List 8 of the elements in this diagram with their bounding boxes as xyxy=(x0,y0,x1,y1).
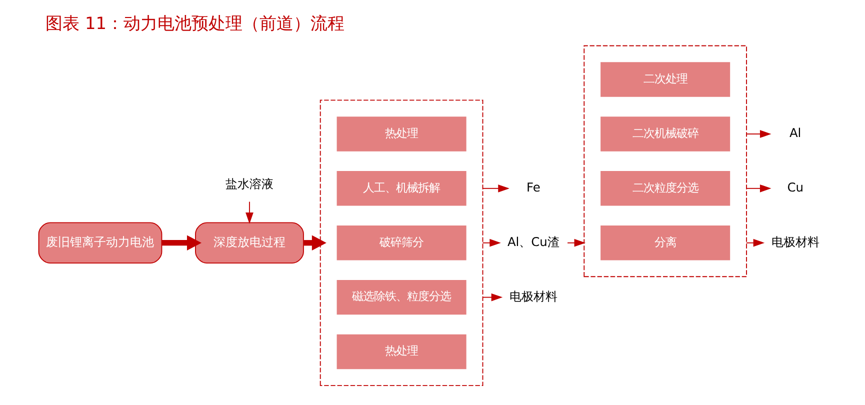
node-text: Fe xyxy=(526,180,540,195)
node-text: Al、Cu渣 xyxy=(506,235,559,250)
node-text: Cu xyxy=(786,180,803,195)
diagram-title: 图表 11：动力电池预处理（前道）流程 xyxy=(45,13,344,34)
node-text: 电极材料 xyxy=(508,290,557,304)
node-text: 电极材料 xyxy=(770,235,819,250)
node-text: 盐水溶液 xyxy=(224,176,273,191)
node-text: Al xyxy=(788,126,801,140)
